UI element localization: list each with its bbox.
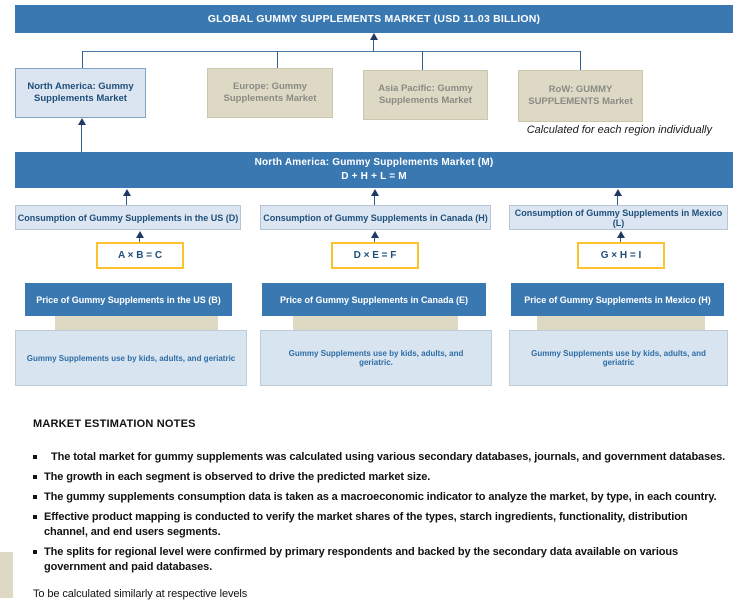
global-market-banner-label: GLOBAL GUMMY SUPPLEMENTS MARKET (USD 11.… [207, 13, 541, 25]
arrow-up-canada-formula [371, 231, 379, 238]
note-bullet: Effective product mapping is conducted t… [33, 510, 729, 540]
bullet-square-icon [33, 475, 37, 479]
note-text: Effective product mapping is conducted t… [44, 511, 688, 538]
arrow-up-to-global-banner [370, 33, 378, 40]
region-box-row: RoW: GUMMY SUPPLEMENTS Market [518, 70, 643, 122]
arrow-up-mexico-formula [617, 231, 625, 238]
consumption-box-canada: Consumption of Gummy Supplements in Cana… [260, 205, 491, 230]
arrow-up-canada-consumption [371, 189, 379, 196]
bullet-square-icon [33, 515, 37, 519]
arrow-up-us-formula [136, 231, 144, 238]
usage-box-us: Gummy Supplements use by kids, adults, a… [15, 330, 247, 386]
note-bullet: The growth in each segment is observed t… [33, 470, 729, 485]
formula-box-canada: D × E = F [331, 242, 419, 269]
north-america-banner-line1: North America: Gummy Supplements Market … [254, 157, 494, 168]
north-america-banner-line2: D + H + L = M [341, 171, 407, 182]
note-bullet: The splits for regional level were confi… [33, 545, 729, 575]
note-bullet: The gummy supplements consumption data i… [33, 490, 729, 505]
footer-note: To be calculated similarly at respective… [33, 588, 248, 600]
connector-line [422, 51, 423, 70]
note-text: The total market for gummy supplements w… [51, 451, 726, 463]
note-text: The gummy supplements consumption data i… [44, 491, 717, 503]
connector-line [374, 196, 375, 205]
note-text: The growth in each segment is observed t… [44, 471, 431, 483]
connector-line [373, 40, 374, 51]
connector-line [126, 196, 127, 205]
region-box-asia-pacific: Asia Pacific: Gummy Supplements Market [363, 70, 488, 120]
connector-line [139, 238, 140, 242]
price-box-canada: Price of Gummy Supplements in Canada (E) [262, 283, 486, 316]
connector-line [617, 196, 618, 205]
connector-line [82, 51, 83, 68]
note-text: The splits for regional level were confi… [44, 546, 679, 573]
usage-box-canada: Gummy Supplements use by kids, adults, a… [260, 330, 492, 386]
global-market-banner: GLOBAL GUMMY SUPPLEMENTS MARKET (USD 11.… [15, 5, 733, 33]
price-box-us: Price of Gummy Supplements in the US (B) [25, 283, 232, 316]
region-box-north-america: North America: Gummy Supplements Market [15, 68, 146, 118]
note-bullet: The total market for gummy supplements w… [33, 450, 729, 465]
decorative-beige-strip [0, 552, 13, 598]
tab-connector-mexico [537, 316, 705, 330]
region-box-europe: Europe: Gummy Supplements Market [207, 68, 333, 118]
connector-line [374, 238, 375, 242]
tab-connector-canada [293, 316, 458, 330]
formula-box-us: A × B = C [96, 242, 184, 269]
bullet-square-icon [33, 550, 37, 554]
bullet-square-icon [33, 455, 37, 459]
connector-line [277, 51, 278, 70]
price-box-mexico: Price of Gummy Supplements in Mexico (H) [511, 283, 724, 316]
consumption-box-us: Consumption of Gummy Supplements in the … [15, 205, 241, 230]
arrow-up-mexico-consumption [614, 189, 622, 196]
formula-box-mexico: G × H = I [577, 242, 665, 269]
arrow-up-us-consumption [123, 189, 131, 196]
connector-line [82, 51, 581, 52]
arrow-up-to-north-america-box [78, 118, 86, 125]
market-estimation-notes: MARKET ESTIMATION NOTES The total market… [33, 418, 729, 580]
connector-line [620, 238, 621, 242]
notes-heading: MARKET ESTIMATION NOTES [33, 418, 196, 430]
connector-line [580, 51, 581, 70]
connector-line [81, 125, 82, 152]
bullet-square-icon [33, 495, 37, 499]
region-note: Calculated for each region individually [526, 124, 712, 136]
usage-box-mexico: Gummy Supplements use by kids, adults, a… [509, 330, 728, 386]
consumption-box-mexico: Consumption of Gummy Supplements in Mexi… [509, 205, 728, 230]
tab-connector-us [55, 316, 218, 330]
north-america-banner: North America: Gummy Supplements Market … [15, 152, 733, 188]
